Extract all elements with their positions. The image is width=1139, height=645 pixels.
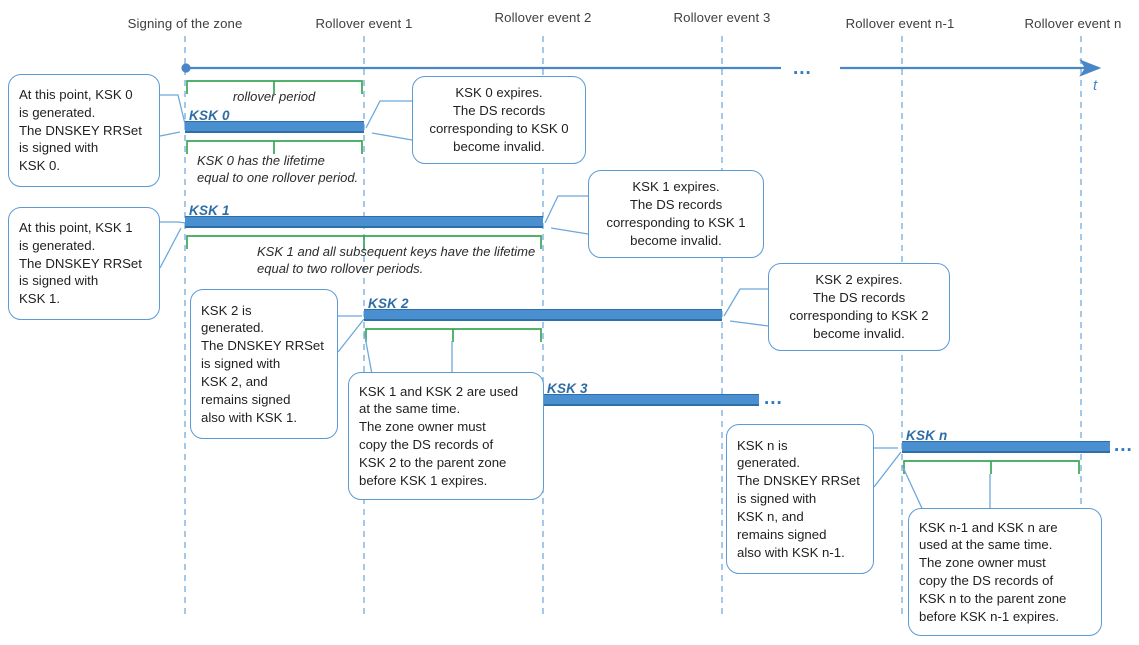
leader-ksk1-generated (159, 221, 187, 269)
note-ksk1-lifetime: KSK 1 and all subsequent keys have the l… (257, 244, 536, 277)
callout-ksk2-generated: KSK 2 is generated. The DNSKEY RRSet is … (190, 289, 338, 439)
callout-ksk1-expires: KSK 1 expires. The DS records correspond… (588, 170, 764, 258)
event-label-signing: Signing of the zone (127, 16, 243, 31)
note-ksk0-lifetime: KSK 0 has the lifetime equal to one roll… (197, 153, 359, 186)
timeline-origin-dot (181, 63, 191, 73)
event-label-rollover3: Rollover event 3 (673, 10, 771, 25)
ksk3-ellipsis-icon: ... (764, 388, 783, 409)
ksk0-label: KSK 0 (189, 108, 230, 123)
callout-kskn-generated: KSK n is generated. The DNSKEY RRSet is … (726, 424, 874, 574)
ksk1-bar (185, 216, 543, 228)
leader-kskn-generated (873, 447, 902, 488)
callout-ksk0-generated: At this point, KSK 0 is generated. The D… (8, 74, 160, 187)
callout-ksk2-expires: KSK 2 expires. The DS records correspond… (768, 263, 950, 351)
ksk1-label: KSK 1 (189, 203, 230, 218)
bracket-ksk0-lifetime (186, 140, 363, 154)
callout-ksk0-expires: KSK 0 expires. The DS records correspond… (412, 76, 586, 164)
time-axis-label: t (1093, 77, 1098, 94)
bracket-rollover-period (186, 80, 363, 94)
bracket-kskn-overlap (903, 460, 1080, 474)
event-label-rollover2: Rollover event 2 (494, 10, 592, 25)
axis-gap-ellipsis-icon: ... (793, 58, 812, 79)
ksk3-bar (543, 394, 759, 406)
event-label-rolloverN: Rollover event n (1024, 16, 1122, 31)
bracket-ksk1-lifetime (186, 235, 542, 249)
ksk0-bar (185, 121, 364, 133)
callout-ksk1-generated: At this point, KSK 1 is generated. The D… (8, 207, 160, 320)
leader-ksk0-expires (365, 100, 413, 141)
callout-ksk1-ksk2-overlap: KSK 1 and KSK 2 are used at the same tim… (348, 372, 544, 500)
kskn-ellipsis-icon: ... (1114, 435, 1133, 456)
event-label-rollover1: Rollover event 1 (315, 16, 413, 31)
kskn-bar (902, 441, 1110, 453)
bracket-ksk2-overlap (365, 328, 542, 342)
event-label-rolloverN1: Rollover event n-1 (845, 16, 955, 31)
leader-ksk2-generated (337, 315, 365, 353)
callout-kskn1-kskn-overlap: KSK n-1 and KSK n are used at the same t… (908, 508, 1102, 636)
measurement-brackets (186, 80, 1080, 474)
leader-ksk0-generated (159, 94, 187, 137)
ksk2-label: KSK 2 (368, 296, 409, 311)
leader-ksk1-expires (544, 195, 589, 235)
ksk2-bar (364, 309, 722, 321)
kskn-label: KSK n (906, 428, 948, 443)
note-rollover-period: rollover period (232, 89, 316, 104)
leader-ksk2-expires (723, 288, 769, 327)
ksk3-label: KSK 3 (547, 381, 588, 396)
